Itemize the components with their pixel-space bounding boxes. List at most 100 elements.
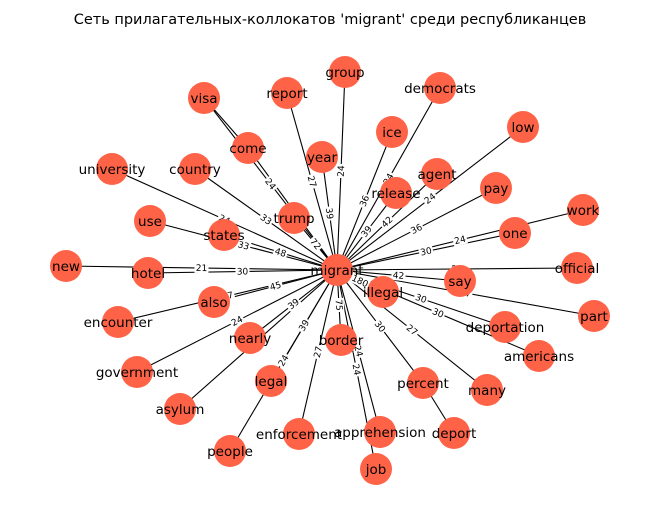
node-label-job: job	[365, 462, 387, 478]
node-label-states: states	[203, 228, 244, 244]
node-label-also: also	[200, 295, 227, 311]
edge-weight-text: 24	[337, 165, 347, 177]
node-legal	[255, 365, 287, 397]
edge-weight-label: 30	[429, 305, 447, 321]
edge-weight-label: 27	[305, 173, 319, 190]
edge-weight-bg	[284, 295, 303, 313]
node-label-official: official	[555, 261, 600, 277]
node-use	[134, 205, 166, 237]
edge-weight-bg	[358, 222, 375, 241]
edge-weight-text: 48	[273, 247, 287, 260]
node-label-group: group	[325, 65, 364, 81]
edge-weight-bg	[357, 192, 372, 210]
node-democrats	[424, 72, 456, 104]
node-country	[179, 153, 211, 185]
node-deport	[438, 417, 470, 449]
node-label-ice: ice	[382, 125, 401, 141]
node-label-say: say	[448, 274, 471, 290]
node-label-government: government	[96, 365, 178, 381]
edge-weight-text: 30	[414, 293, 428, 306]
node-illegal	[367, 276, 399, 308]
node-label-percent: percent	[397, 376, 449, 392]
edge-weight-bg	[323, 205, 336, 222]
edge-weight-label: 39	[296, 316, 312, 335]
edge-weight-text: 27	[305, 175, 318, 189]
edge-weight-bg	[305, 173, 319, 190]
node-label-release: release	[371, 186, 420, 202]
edge-weight-bg	[228, 313, 246, 329]
edge-weight-bg	[429, 305, 447, 321]
edge-weight-bg	[296, 316, 312, 335]
node-many	[471, 374, 503, 406]
node-label-americans: americans	[504, 349, 574, 365]
node-label-new: new	[52, 259, 80, 275]
edge-weight-text: 36	[410, 223, 425, 237]
node-new	[50, 250, 82, 282]
node-part	[578, 300, 610, 332]
edge-weight-bg	[267, 279, 284, 293]
node-report	[271, 77, 303, 109]
node-university	[96, 153, 128, 185]
node-also	[198, 286, 230, 318]
node-visa	[188, 82, 220, 114]
node-label-come: come	[229, 141, 266, 157]
edge-weight-label: 24	[335, 163, 347, 179]
node-label-work: work	[567, 203, 600, 219]
node-people	[214, 435, 246, 467]
edge-weight-label: 30	[418, 245, 434, 259]
edge-weight-text: 36	[359, 194, 373, 209]
node-label-encounter: encounter	[84, 315, 153, 331]
node-states	[208, 219, 240, 251]
edge-weight-label: 24	[452, 233, 468, 247]
edge-weight-bg	[350, 361, 363, 378]
node-label-country: country	[169, 162, 221, 178]
edge-weight-bg	[403, 321, 421, 339]
edge-weight-bg	[311, 344, 325, 360]
node-group	[329, 56, 361, 88]
node-label-democrats: democrats	[404, 81, 476, 97]
node-border	[325, 324, 357, 356]
edge-weight-bg	[412, 291, 430, 306]
edge-weight-bg	[418, 245, 434, 258]
node-label-people: people	[207, 444, 253, 460]
node-americans	[523, 340, 555, 372]
edge-weight-text: 39	[323, 207, 334, 220]
edge-weight-bg	[275, 351, 292, 370]
edge-weight-bg	[335, 163, 347, 179]
edge-weight-label: 30	[235, 266, 250, 278]
node-year	[306, 141, 338, 173]
edge-weight-bg	[272, 245, 289, 260]
edge-weight-bg	[378, 213, 396, 231]
edge-weight-text: 30	[430, 307, 445, 321]
edge-weight-text: 24	[350, 363, 362, 376]
node-official	[561, 252, 593, 284]
node-encounter	[102, 306, 134, 338]
node-job	[360, 453, 392, 485]
edge-weight-label: 36	[407, 221, 426, 237]
edge-weight-text: 27	[313, 346, 325, 359]
node-label-trump: trump	[273, 211, 314, 227]
node-label-visa: visa	[190, 91, 217, 107]
edge-weight-label: 48	[272, 245, 289, 260]
node-say	[444, 265, 476, 297]
node-ice	[376, 116, 408, 148]
node-label-legal: legal	[255, 374, 288, 390]
node-low	[507, 111, 539, 143]
node-government	[121, 356, 153, 388]
nodes-layer	[50, 56, 610, 485]
edge-weight-label: 21	[194, 262, 209, 274]
edge-weight-bg	[333, 297, 345, 313]
edge-weight-bg	[348, 272, 372, 290]
node-label-use: use	[138, 214, 162, 230]
edge-weight-bg	[421, 190, 439, 207]
node-label-apprehension: apprehension	[334, 425, 426, 441]
edge-weight-bg	[235, 266, 250, 277]
graph-title: Сеть прилагательных-коллокатов 'migrant'…	[74, 12, 587, 28]
node-trump	[278, 202, 310, 234]
node-nearly	[234, 322, 266, 354]
node-label-report: report	[266, 86, 307, 102]
node-label-deport: deport	[432, 426, 477, 442]
node-come	[232, 132, 264, 164]
edge-weight-label: 36	[357, 192, 373, 210]
node-label-deportation: deportation	[466, 320, 545, 336]
